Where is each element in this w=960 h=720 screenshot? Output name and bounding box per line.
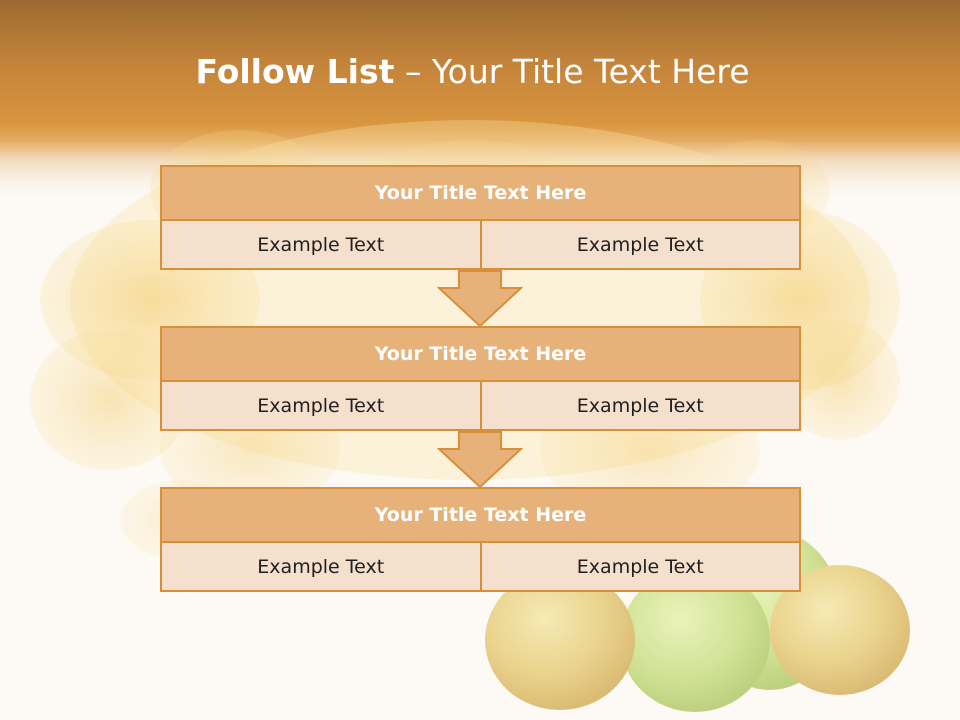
slide-title-rest: – Your Title Text Here <box>394 52 750 91</box>
list-block-3: Your Title Text Here Example Text Exampl… <box>160 487 801 592</box>
block-row: Example Text Example Text <box>160 382 801 431</box>
block-title: Your Title Text Here <box>160 165 801 221</box>
block-cell-left: Example Text <box>160 221 482 270</box>
list-block-2: Your Title Text Here Example Text Exampl… <box>160 326 801 431</box>
block-cell-right: Example Text <box>479 221 801 270</box>
block-row: Example Text Example Text <box>160 543 801 592</box>
slide-title-bold: Follow List <box>195 52 395 91</box>
down-arrow-icon <box>437 270 523 328</box>
block-cell-right: Example Text <box>479 382 801 431</box>
block-cell-left: Example Text <box>160 543 482 592</box>
down-arrow-icon <box>437 431 523 489</box>
block-cell-right: Example Text <box>479 543 801 592</box>
block-row: Example Text Example Text <box>160 221 801 270</box>
block-cell-left: Example Text <box>160 382 482 431</box>
list-block-1: Your Title Text Here Example Text Exampl… <box>160 165 801 270</box>
block-title: Your Title Text Here <box>160 487 801 543</box>
slide-title: Follow List – Your Title Text Here <box>0 52 945 91</box>
block-title: Your Title Text Here <box>160 326 801 382</box>
